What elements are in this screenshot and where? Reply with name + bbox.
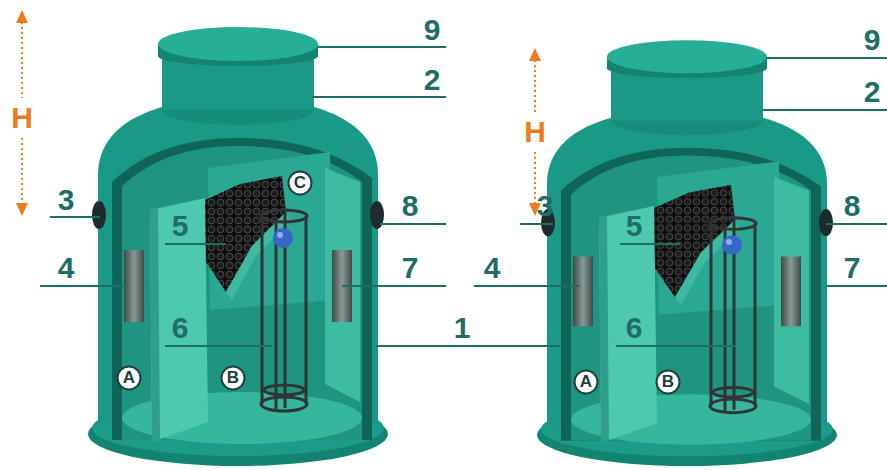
callout-label: 7: [844, 253, 861, 283]
callout-label: 6: [626, 313, 643, 343]
compartment-marker: B: [655, 369, 681, 395]
leader-lines: [40, 47, 887, 346]
compartment-marker: C: [287, 170, 313, 196]
callout-label: 4: [58, 253, 75, 283]
compartment-marker: A: [573, 369, 599, 395]
callout-label: 6: [172, 313, 189, 343]
compartment-letter: B: [220, 365, 246, 391]
callout-label: 2: [864, 77, 881, 107]
compartment-marker: A: [116, 365, 142, 391]
callout-label: 5: [626, 211, 643, 241]
compartment-marker: B: [220, 365, 246, 391]
compartment-letter: C: [287, 170, 313, 196]
callout-label: 8: [402, 191, 419, 221]
callout-label: 1: [454, 313, 471, 343]
callout-label: 4: [484, 253, 501, 283]
callout-label: H: [11, 103, 33, 133]
callout-label: 2: [424, 65, 441, 95]
callout-label: 5: [172, 211, 189, 241]
height-arrows: [22, 22, 535, 206]
callout-label: 8: [844, 191, 861, 221]
tank-right: [537, 40, 837, 466]
compartment-letter: A: [116, 365, 142, 391]
callout-label: 3: [58, 185, 75, 215]
callout-label: H: [524, 117, 546, 147]
compartment-letter: B: [655, 369, 681, 395]
callout-label: 3: [537, 191, 554, 221]
tank-left: [88, 27, 388, 466]
callout-label: 9: [424, 15, 441, 45]
height-arrowheads: [16, 10, 541, 216]
callout-label: 7: [402, 253, 419, 283]
callout-label: 9: [864, 25, 881, 55]
compartment-letter: A: [573, 369, 599, 395]
